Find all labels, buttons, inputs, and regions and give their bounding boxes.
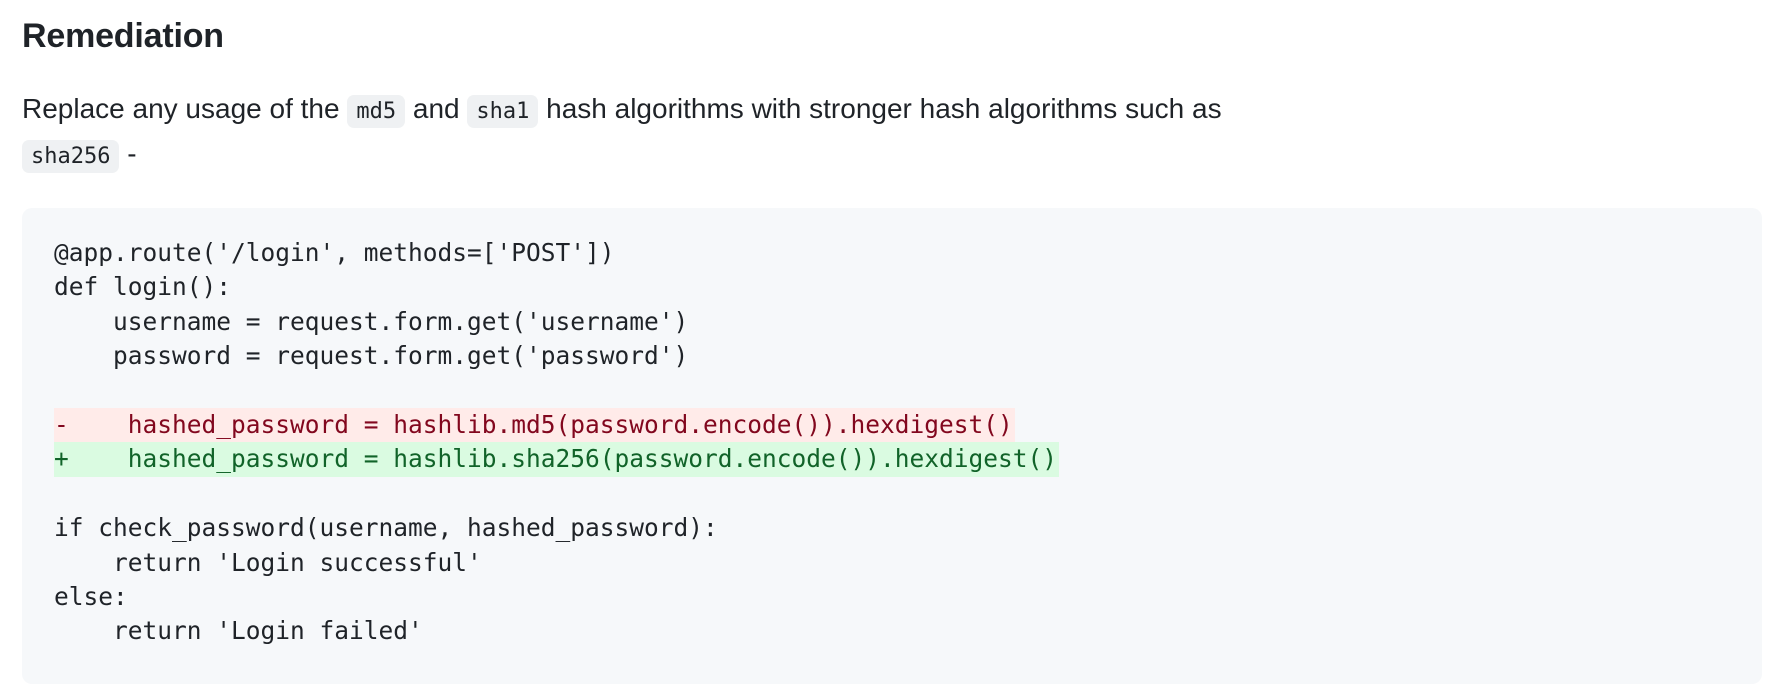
code-line: return 'Login failed' <box>54 614 1730 648</box>
code-line-text: return 'Login successful' <box>54 547 482 577</box>
remediation-paragraph: Replace any usage of the md5 and sha1 ha… <box>22 88 1262 178</box>
code-line: return 'Login successful' <box>54 546 1730 580</box>
code-line: @app.route('/login', methods=['POST']) <box>54 236 1730 270</box>
code-diff-block: @app.route('/login', methods=['POST']) d… <box>22 208 1762 684</box>
code-line-text: def login(): <box>54 272 232 302</box>
inline-code-sha1: sha1 <box>467 95 539 128</box>
code-line-added: + hashed_password = hashlib.sha256(passw… <box>54 442 1730 477</box>
code-line-text: else: <box>54 581 128 611</box>
paragraph-text: Replace any usage of the <box>22 93 348 124</box>
code-line-blank <box>54 374 1730 408</box>
code-line-text: password = request.form.get('password') <box>54 341 689 371</box>
remediation-section: Remediation Replace any usage of the md5… <box>22 0 1762 684</box>
inline-code-md5: md5 <box>347 95 406 128</box>
code-line-text: @app.route('/login', methods=['POST']) <box>54 238 615 267</box>
code-line: if check_password(username, hashed_passw… <box>54 511 1730 545</box>
code-line: def login(): <box>54 270 1730 304</box>
code-line-text: if check_password(username, hashed_passw… <box>54 513 718 543</box>
inline-code-sha256: sha256 <box>22 140 120 173</box>
section-heading: Remediation <box>22 17 224 55</box>
code-line-removed: - hashed_password = hashlib.md5(password… <box>54 407 1730 443</box>
code-line-text: username = request.form.get('username') <box>54 306 689 336</box>
code-line: password = request.form.get('password') <box>54 339 1730 373</box>
paragraph-text: and <box>405 93 468 124</box>
code-line-text: + hashed_password = hashlib.sha256(passw… <box>54 442 1060 477</box>
paragraph-text: hash algorithms with stronger hash algor… <box>538 93 1222 124</box>
paragraph-text: - <box>119 138 137 169</box>
code-line-text: return 'Login failed' <box>54 616 423 646</box>
code-line-text: - hashed_password = hashlib.md5(password… <box>54 407 1015 443</box>
code-line-blank <box>54 477 1730 511</box>
code-line: username = request.form.get('username') <box>54 305 1730 339</box>
code-line: else: <box>54 580 1730 614</box>
